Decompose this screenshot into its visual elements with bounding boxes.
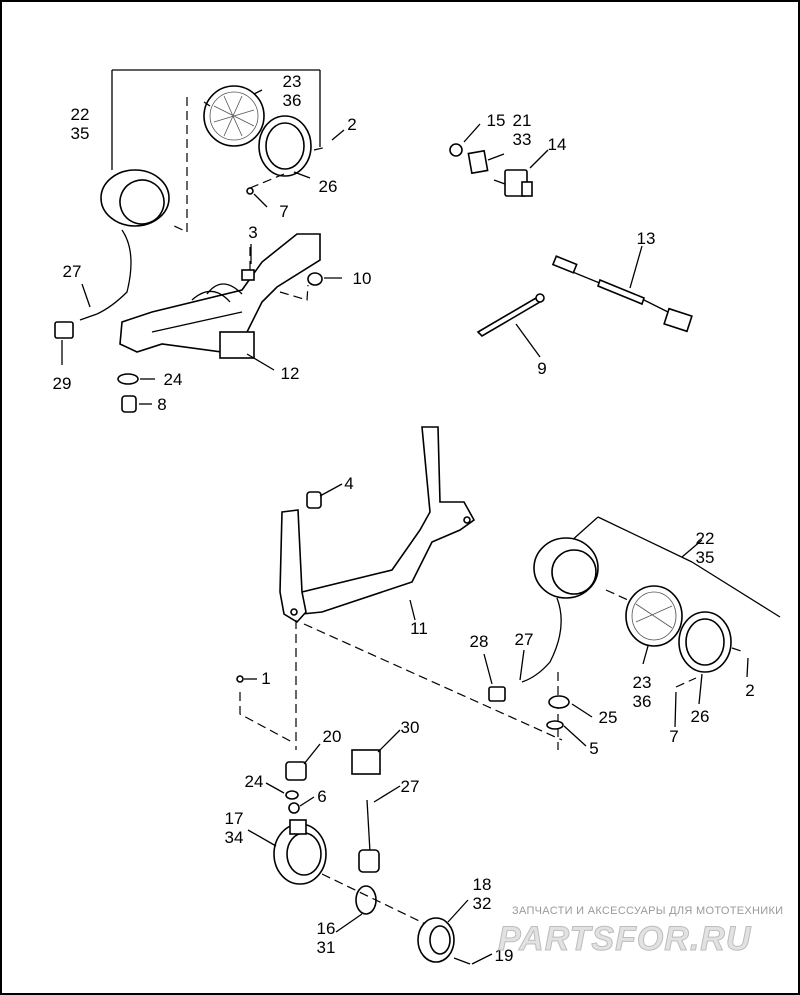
bolt-3 — [241, 269, 255, 281]
callout-number: 6 — [317, 787, 326, 806]
callout-number: 24 — [164, 370, 183, 389]
callout-number: 29 — [53, 374, 72, 393]
lamp-housing-22-left — [96, 169, 170, 315]
lamp-unit-23-right — [625, 585, 683, 647]
assembly-line — [169, 97, 188, 233]
screw-1 — [236, 675, 244, 683]
callout-number: 24 — [245, 772, 264, 791]
connector-30 — [351, 749, 381, 775]
callout-number: 25 — [599, 708, 618, 727]
callout-number: 26 — [691, 707, 710, 726]
light-bar-11 — [279, 426, 476, 624]
callout-number: 2 — [745, 681, 754, 700]
callout-number: 27 — [401, 777, 420, 796]
connector-28 — [488, 686, 506, 702]
assembly-line — [239, 692, 293, 743]
trim-ring-26-right — [678, 611, 732, 673]
leader-lines — [61, 89, 749, 965]
callout-number: 17 — [225, 809, 244, 828]
lamp-unit-23-left — [203, 85, 265, 147]
callout-number: 35 — [71, 124, 90, 143]
grommet-24-left — [117, 373, 139, 385]
screw-19 — [453, 957, 471, 965]
callout-number: 20 — [323, 727, 342, 746]
assembly-line — [605, 589, 745, 688]
nut-6 — [288, 802, 300, 814]
callout-number: 19 — [495, 946, 514, 965]
washer-5 — [546, 720, 564, 730]
callout-number: 2 — [347, 115, 356, 134]
nut-15 — [449, 143, 463, 157]
grommet-25 — [548, 695, 570, 709]
callout-number: 27 — [63, 262, 82, 281]
callout-number: 13 — [637, 229, 656, 248]
callout-number: 5 — [589, 739, 598, 758]
callout-number: 9 — [537, 359, 546, 378]
callout-number: 12 — [281, 364, 300, 383]
lens-18 — [417, 917, 455, 963]
plate-21 — [467, 149, 489, 175]
callout-number: 16 — [317, 919, 336, 938]
callout-number: 4 — [344, 474, 353, 493]
nut-10 — [307, 272, 323, 286]
assembly-line — [321, 873, 443, 933]
callout-number: 3 — [248, 223, 257, 242]
callout-number: 36 — [633, 692, 652, 711]
callout-number: 27 — [515, 630, 534, 649]
group-bracket-22-left — [111, 69, 321, 170]
callout-number: 36 — [283, 91, 302, 110]
group-bracket-22-right — [569, 516, 781, 618]
callout-number: 26 — [319, 177, 338, 196]
callout-number: 8 — [157, 395, 166, 414]
callout-number: 23 — [283, 72, 302, 91]
assembly-line — [313, 146, 328, 151]
callout-number: 21 — [513, 111, 532, 130]
callout-number: 23 — [633, 673, 652, 692]
connector-29 — [54, 321, 74, 339]
socket-27 — [358, 799, 380, 873]
wiring-harness-13 — [551, 255, 693, 333]
lamp-housing-22-right — [521, 537, 599, 683]
callout-number: 30 — [401, 718, 420, 737]
callout-number: 31 — [317, 938, 336, 957]
callout-number: 11 — [410, 619, 428, 638]
callout-number: 35 — [696, 548, 715, 567]
clamp-20 — [285, 761, 307, 781]
callout-number: 1 — [261, 669, 270, 688]
trim-ring-26-left — [258, 115, 312, 177]
cable-tie-9 — [476, 293, 545, 338]
callout-number: 10 — [353, 269, 372, 288]
assembly-line — [249, 173, 285, 189]
toggle-switch-14 — [493, 169, 533, 197]
callout-number: 34 — [225, 828, 244, 847]
callout-number: 14 — [548, 135, 567, 154]
watermark-tagline: ЗАПЧАСТИ И АКСЕССУАРЫ ДЛЯ МОТОТЕХНИКИ — [512, 905, 783, 917]
callout-number: 22 — [71, 105, 90, 124]
washer-24-bottom — [285, 790, 299, 800]
mounting-bracket-12 — [119, 233, 321, 359]
callout-number: 28 — [470, 632, 489, 651]
callout-number: 15 — [487, 111, 506, 130]
assembly-line — [303, 623, 563, 741]
watermark-logo: PARTSFOR.RU — [498, 920, 752, 958]
callout-number: 7 — [279, 202, 288, 221]
callout-number: 33 — [513, 130, 532, 149]
callout-number: 22 — [696, 529, 715, 548]
callout-number: 18 — [473, 875, 492, 894]
bezel-17 — [273, 819, 327, 885]
callout-number: 32 — [473, 894, 492, 913]
screw-7-left — [246, 187, 254, 195]
bulb-16 — [355, 885, 377, 915]
screw-8 — [121, 395, 137, 413]
callout-number: 7 — [669, 727, 678, 746]
